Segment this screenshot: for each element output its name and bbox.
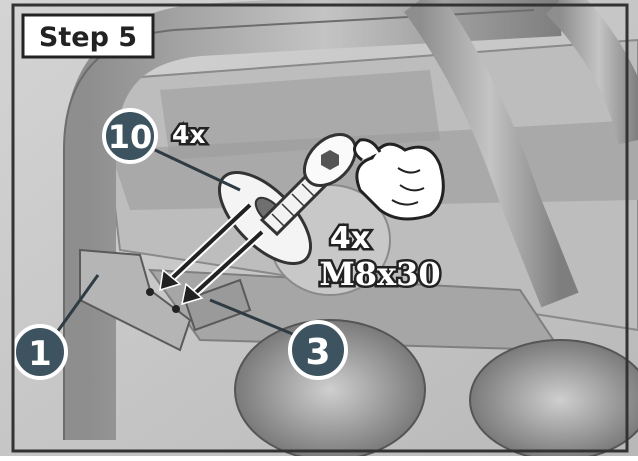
right-tire: [469, 339, 638, 461]
hand-icon: [353, 138, 445, 221]
step-label-box: [21, 13, 155, 59]
callout-1: 1: [12, 324, 68, 380]
callout-3: 3: [288, 320, 348, 380]
mounting-bracket: [79, 248, 192, 352]
leader-line-10: [154, 148, 241, 192]
callout-3-number: 3: [305, 332, 330, 373]
bull-bar-tube: [64, 0, 562, 440]
step-label: Step 5: [39, 22, 137, 53]
install-arrows: [159, 202, 265, 306]
callout-1-number: 1: [28, 334, 52, 374]
bull-bar-right-tube: [545, 0, 638, 145]
hex-socket-icon: [321, 150, 339, 170]
callout-10: 10: [102, 108, 158, 164]
outer-frame: [11, 3, 629, 453]
bull-bar-upright: [403, 0, 579, 308]
frame-bracket: [183, 278, 252, 332]
leader-line-3: [209, 298, 296, 337]
bolt-size: M8x30: [319, 255, 440, 293]
bolt-hole-1: [146, 288, 154, 296]
leader-line-1: [53, 274, 100, 336]
callout-10-number: 10: [108, 118, 153, 156]
grille-area: [160, 70, 440, 160]
bolt-hole-2: [172, 305, 180, 313]
bolt-quantity: 4x: [330, 221, 370, 256]
bull-bar-edge: [63, 9, 535, 440]
callout-10-quantity: 4x: [172, 120, 206, 149]
